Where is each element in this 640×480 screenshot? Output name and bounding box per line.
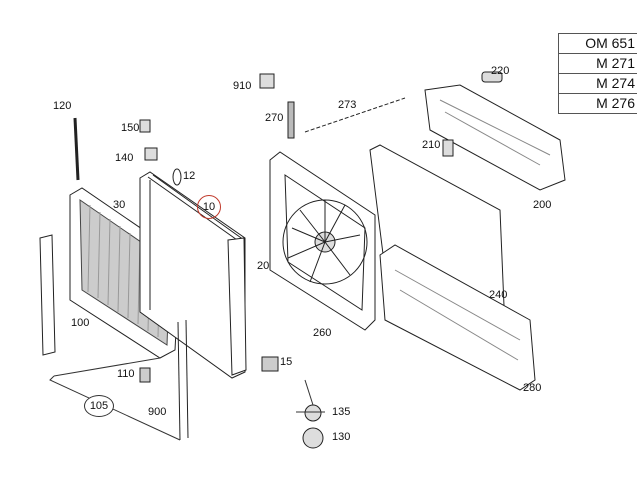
engine-code: M 271	[559, 54, 637, 74]
part-label-140[interactable]: 140	[115, 152, 134, 164]
engine-code: M 276	[559, 94, 637, 114]
part-label-220[interactable]: 220	[491, 65, 510, 77]
fan-shroud-drawing	[269, 151, 376, 331]
part-label-200[interactable]: 200	[533, 199, 552, 211]
part-label-150[interactable]: 150	[121, 122, 140, 134]
part-label-105[interactable]: 105	[84, 395, 114, 417]
part-label-20[interactable]: 20	[257, 260, 270, 272]
part-label-240[interactable]: 240	[489, 289, 508, 301]
part-label-10-highlighted[interactable]: 10	[197, 195, 221, 219]
part-label-110[interactable]: 110	[117, 368, 135, 380]
part-label-900[interactable]: 900	[148, 406, 167, 418]
radiator-drawing	[139, 171, 247, 441]
part-label-30[interactable]: 30	[113, 199, 126, 211]
part-label-273[interactable]: 273	[338, 99, 357, 111]
part-label-100[interactable]: 100	[71, 317, 90, 329]
engine-code-table: OM 651 M 271 M 274 M 276	[558, 33, 637, 114]
engine-code: OM 651	[559, 33, 637, 54]
part-label-280[interactable]: 280	[523, 382, 542, 394]
part-label-130[interactable]: 130	[332, 431, 351, 443]
sensor-270	[287, 101, 295, 139]
part-label-210[interactable]: 210	[422, 139, 441, 151]
part-label-260[interactable]: 260	[313, 327, 332, 339]
part-910	[259, 73, 275, 89]
part-label-910[interactable]: 910	[233, 80, 252, 92]
part-label-270[interactable]: 270	[265, 112, 284, 124]
part-label-15[interactable]: 15	[280, 356, 293, 368]
engine-code: M 274	[559, 74, 637, 94]
part-label-135[interactable]: 135	[332, 406, 351, 418]
part-label-12[interactable]: 12	[183, 170, 196, 182]
part-label-120[interactable]: 120	[53, 100, 72, 112]
